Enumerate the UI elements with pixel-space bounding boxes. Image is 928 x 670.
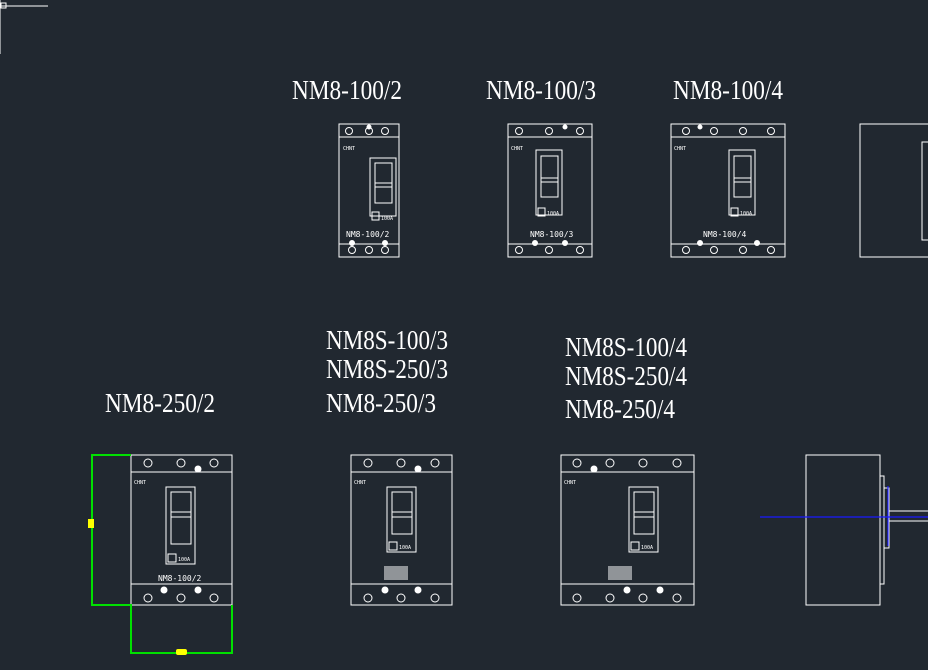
breaker-nm8-250-4[interactable] (560, 454, 695, 606)
nameplate-text: NM8-100/4 (703, 230, 747, 239)
breaker-nm8-100-4[interactable] (670, 123, 786, 258)
nameplate-text: NM8-100/2 (158, 574, 202, 583)
label-nm8-100-3: NM8-100/3 (486, 75, 596, 105)
label-nm8s-250-3: NM8S-250/3 (326, 354, 448, 384)
label-nm8s-250-4: NM8S-250/4 (565, 361, 687, 391)
label-nm8-250-4: NM8-250/4 (565, 394, 675, 424)
label-nm8-100-2: NM8-100/2 (292, 75, 402, 105)
label-nm8s-100-4: NM8S-100/4 (565, 332, 687, 362)
label-nm8-250-2: NM8-250/2 (105, 388, 215, 418)
brand-text: CHNT (674, 146, 686, 152)
brand-text: CHNT (564, 480, 576, 486)
nameplate-text: NM8-100/3 (530, 230, 574, 239)
breaker-nm8-250-2[interactable] (130, 454, 233, 606)
brand-text: CHNT (354, 480, 366, 486)
breaker-nm8-100-3[interactable] (507, 123, 593, 258)
rating-text: 100A (740, 211, 752, 217)
rating-text: 100A (399, 545, 411, 551)
label-nm8-250-3: NM8-250/3 (326, 388, 436, 418)
side-view-breaker-100[interactable] (859, 123, 928, 258)
rating-text: 100A (381, 216, 393, 222)
brand-text: CHNT (511, 146, 523, 152)
ucs-crosshair-icon (0, 0, 48, 54)
rating-text: 100A (641, 545, 653, 551)
grip-handle[interactable] (88, 519, 94, 528)
brand-text: CHNT (343, 146, 355, 152)
rating-text: 100A (547, 211, 559, 217)
breaker-nm8-100-2[interactable] (338, 123, 400, 258)
label-nm8s-100-3: NM8S-100/3 (326, 325, 448, 355)
label-nm8-100-4: NM8-100/4 (673, 75, 783, 105)
selected-polyline[interactable] (91, 454, 233, 654)
rating-text: 100A (178, 557, 190, 563)
ucs-axis-line (760, 486, 928, 546)
grip-handle[interactable] (176, 649, 187, 655)
nameplate-text: NM8-100/2 (346, 230, 390, 239)
brand-text: CHNT (134, 480, 146, 486)
breaker-nm8-250-3[interactable] (350, 454, 453, 606)
side-view-breaker-250[interactable] (805, 454, 928, 606)
